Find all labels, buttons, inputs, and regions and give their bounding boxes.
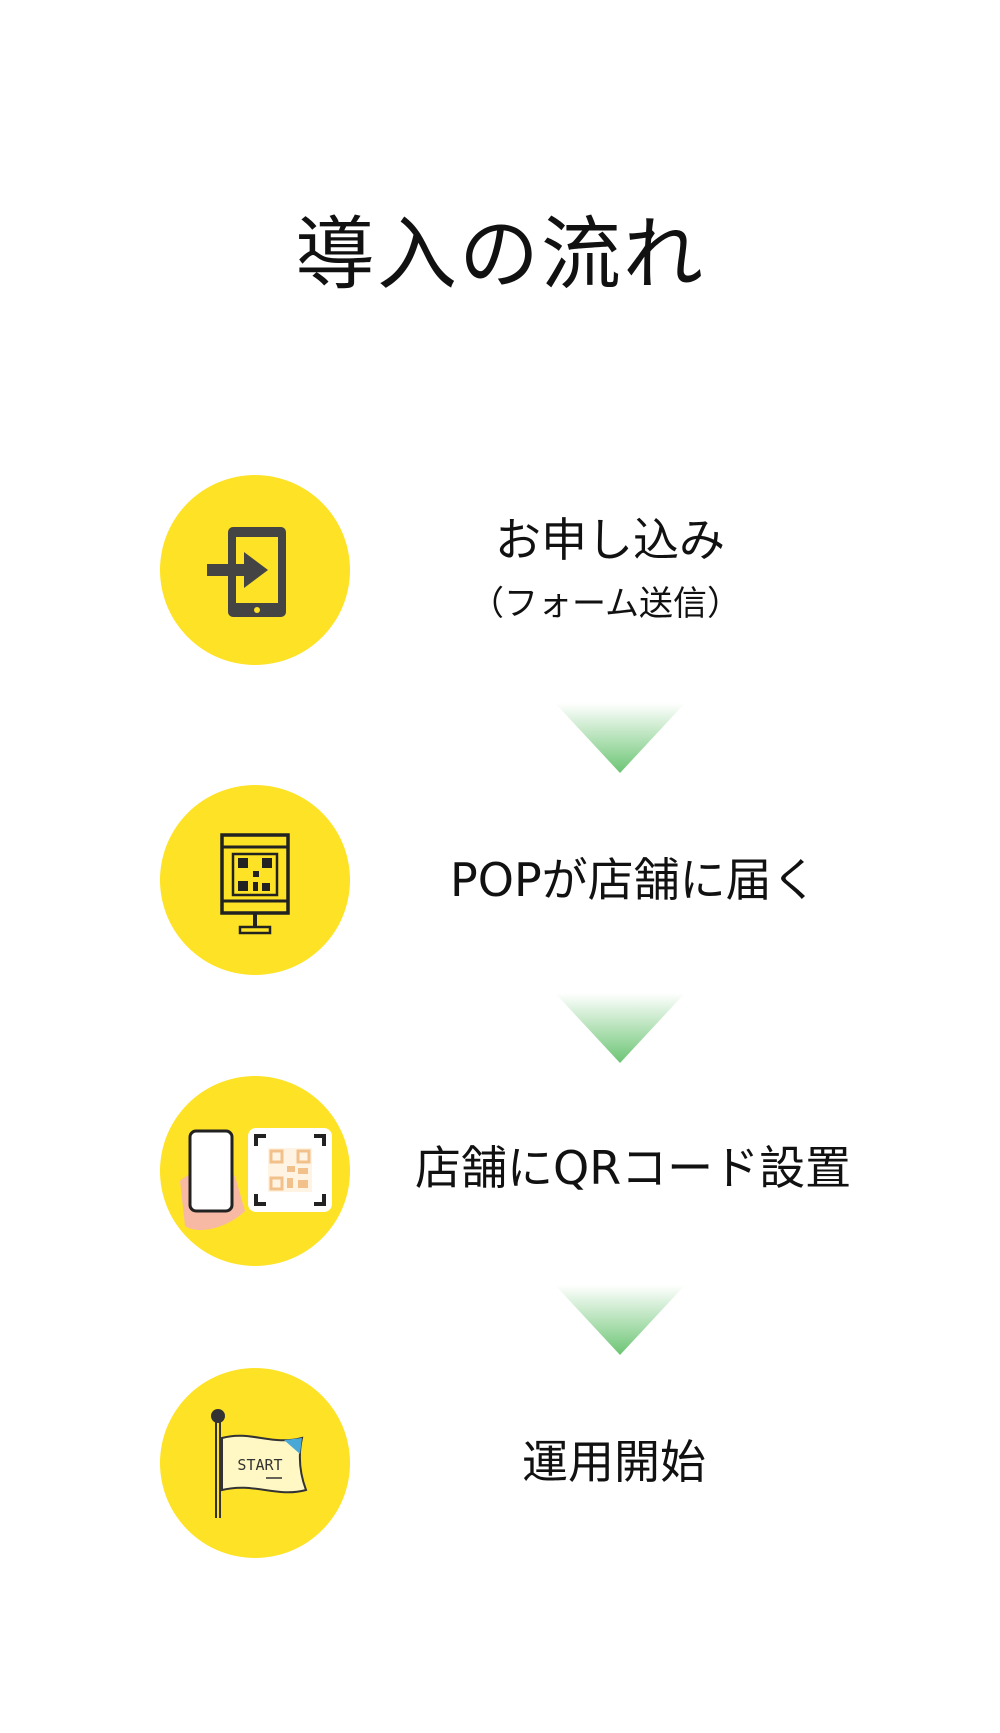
step-2-circle	[160, 785, 350, 975]
down-arrow-1-icon	[555, 703, 685, 773]
qr-pop-stand-icon	[220, 833, 290, 935]
step-4-circle: START	[160, 1368, 350, 1558]
step-2-label: POPが店舗に届く	[450, 853, 818, 907]
down-arrow-3-icon	[555, 1285, 685, 1355]
step-3-circle	[160, 1076, 350, 1266]
tablet-login-arrow-icon	[207, 527, 286, 617]
step-1-circle	[160, 475, 350, 665]
phone-scan-qr-icon	[180, 1128, 332, 1231]
down-arrow-2-icon	[555, 993, 685, 1063]
flag-start-text: START	[237, 1456, 282, 1474]
step-3-label: 店舗にQRコード設置	[415, 1141, 852, 1195]
page-title: 導入の流れ	[295, 208, 705, 301]
start-flag-icon: START	[211, 1409, 308, 1518]
step-4-label: 運用開始	[522, 1435, 706, 1489]
step-1-label: お申し込み	[495, 513, 725, 567]
step-1-sublabel: （フォーム送信）	[470, 584, 741, 624]
